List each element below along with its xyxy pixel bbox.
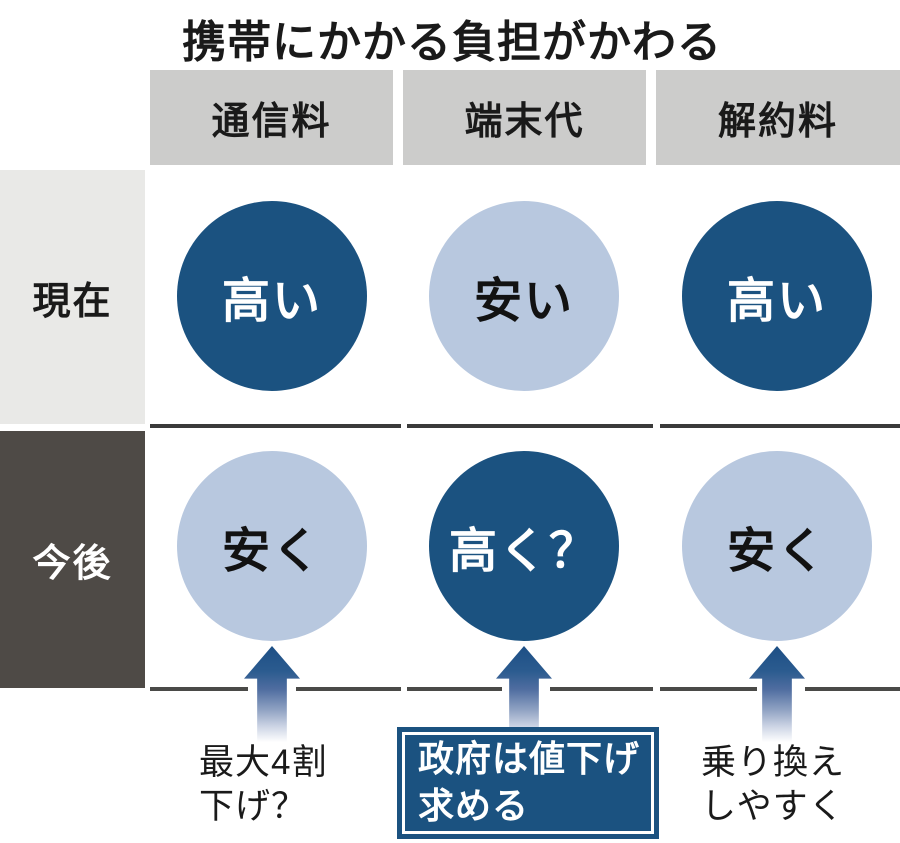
bottom-border-line [805, 687, 900, 691]
column-header-communication-fee: 通信料 [150, 70, 393, 165]
note-line: 下げ？ [199, 787, 308, 827]
column-header-cancellation-fee: 解約料 [656, 70, 900, 165]
note-line: 最大4割 [199, 743, 328, 782]
note-easier-switching: 乗り換え しやすく [701, 741, 845, 830]
note-max-40-percent-cut: 最大4割 下げ？ [199, 741, 327, 830]
bottom-border-line [550, 687, 653, 691]
chart-title: 携帯にかかる負担がかわる [182, 18, 722, 67]
note-line: 政府は値下げ [418, 738, 641, 780]
cell-circle-now-device: 安い [429, 201, 619, 391]
government-demand-box-inner: 政府は値下げ 求める [402, 732, 654, 834]
bottom-border-line [407, 687, 502, 691]
bottom-border-line [296, 687, 401, 691]
column-header-device-cost: 端末代 [403, 70, 646, 165]
up-arrow-icon [244, 646, 300, 742]
cell-circle-now-communication: 高い [177, 201, 367, 391]
cell-circle-future-communication: 安く [177, 451, 367, 641]
bottom-border-line [150, 687, 248, 691]
note-line: 乗り換え [701, 743, 846, 782]
row-label-now: 現在 [0, 170, 145, 424]
note-line: しやすく [701, 787, 845, 827]
up-arrow-icon [749, 646, 805, 742]
row-label-future: 今後 [0, 431, 145, 688]
government-demand-box: 政府は値下げ 求める [397, 727, 659, 839]
note-line: 求める [418, 785, 530, 826]
row-divider-line [407, 424, 653, 428]
row-divider-line [660, 424, 900, 428]
row-divider-line [150, 424, 401, 428]
bottom-border-line [660, 687, 757, 691]
cell-circle-future-cancellation: 安く [682, 451, 872, 641]
cell-circle-now-cancellation: 高い [682, 201, 872, 391]
cell-circle-future-device: 高く？ [429, 451, 619, 641]
